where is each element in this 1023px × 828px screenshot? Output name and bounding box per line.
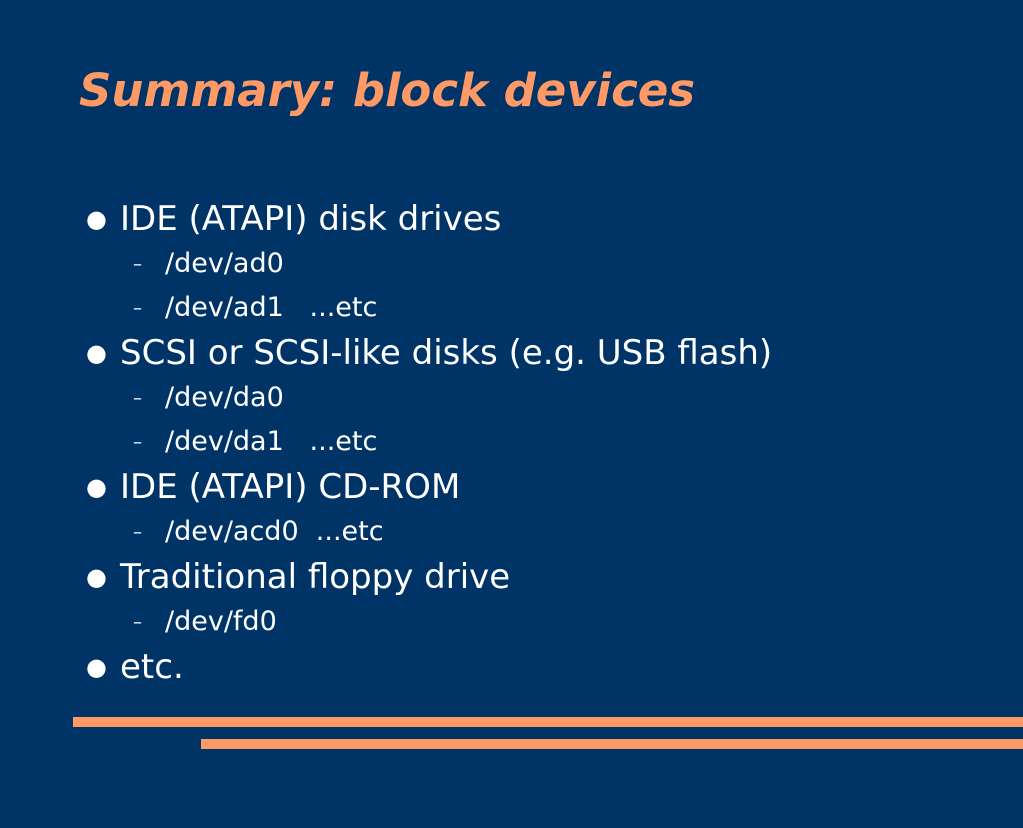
sub-bullet-item: – /dev/ad1 ...etc	[0, 286, 1023, 330]
bullet-text: IDE (ATAPI) CD-ROM	[120, 467, 461, 507]
slide-title: Summary: block devices	[79, 64, 696, 117]
sub-bullet-text: /dev/da0	[165, 382, 284, 413]
dash-icon: –	[133, 254, 142, 275]
sub-bullet-item: – /dev/da1 ...etc	[0, 420, 1023, 464]
dash-icon: –	[133, 522, 142, 543]
accent-bar-top	[73, 717, 1023, 727]
sub-bullet-text: /dev/da1 ...etc	[165, 426, 378, 457]
bullet-text: SCSI or SCSI-like disks (e.g. USB flash)	[120, 333, 773, 373]
sub-bullet-text: /dev/ad0	[165, 248, 284, 279]
dash-icon: –	[133, 612, 142, 633]
slide: Summary: block devices ● IDE (ATAPI) dis…	[0, 64, 1023, 749]
bullet-text: Traditional floppy drive	[120, 557, 511, 597]
dash-icon: –	[133, 432, 142, 453]
bullet-list: ● IDE (ATAPI) disk drives – /dev/ad0 – /…	[0, 196, 1023, 690]
bullet-item: ● SCSI or SCSI-like disks (e.g. USB flas…	[0, 330, 1023, 376]
bullet-item: ● IDE (ATAPI) disk drives	[0, 196, 1023, 242]
bullet-icon: ●	[86, 339, 107, 367]
bullet-text: IDE (ATAPI) disk drives	[120, 199, 502, 239]
bullet-item: ● Traditional floppy drive	[0, 554, 1023, 600]
dash-icon: –	[133, 388, 142, 409]
sub-bullet-item: – /dev/ad0	[0, 242, 1023, 286]
bullet-item: ● IDE (ATAPI) CD-ROM	[0, 464, 1023, 510]
sub-bullet-text: /dev/fd0	[165, 606, 277, 637]
bullet-icon: ●	[86, 563, 107, 591]
bullet-icon: ●	[86, 653, 107, 681]
sub-bullet-text: /dev/ad1 ...etc	[165, 292, 378, 323]
sub-bullet-text: /dev/acd0 ...etc	[165, 516, 384, 547]
sub-bullet-item: – /dev/da0	[0, 376, 1023, 420]
bullet-text: etc.	[120, 647, 184, 687]
dash-icon: –	[133, 298, 142, 319]
sub-bullet-item: – /dev/fd0	[0, 600, 1023, 644]
bullet-icon: ●	[86, 205, 107, 233]
bullet-item: ● etc.	[0, 644, 1023, 690]
accent-bar-bottom	[201, 739, 1023, 749]
sub-bullet-item: – /dev/acd0 ...etc	[0, 510, 1023, 554]
bullet-icon: ●	[86, 473, 107, 501]
